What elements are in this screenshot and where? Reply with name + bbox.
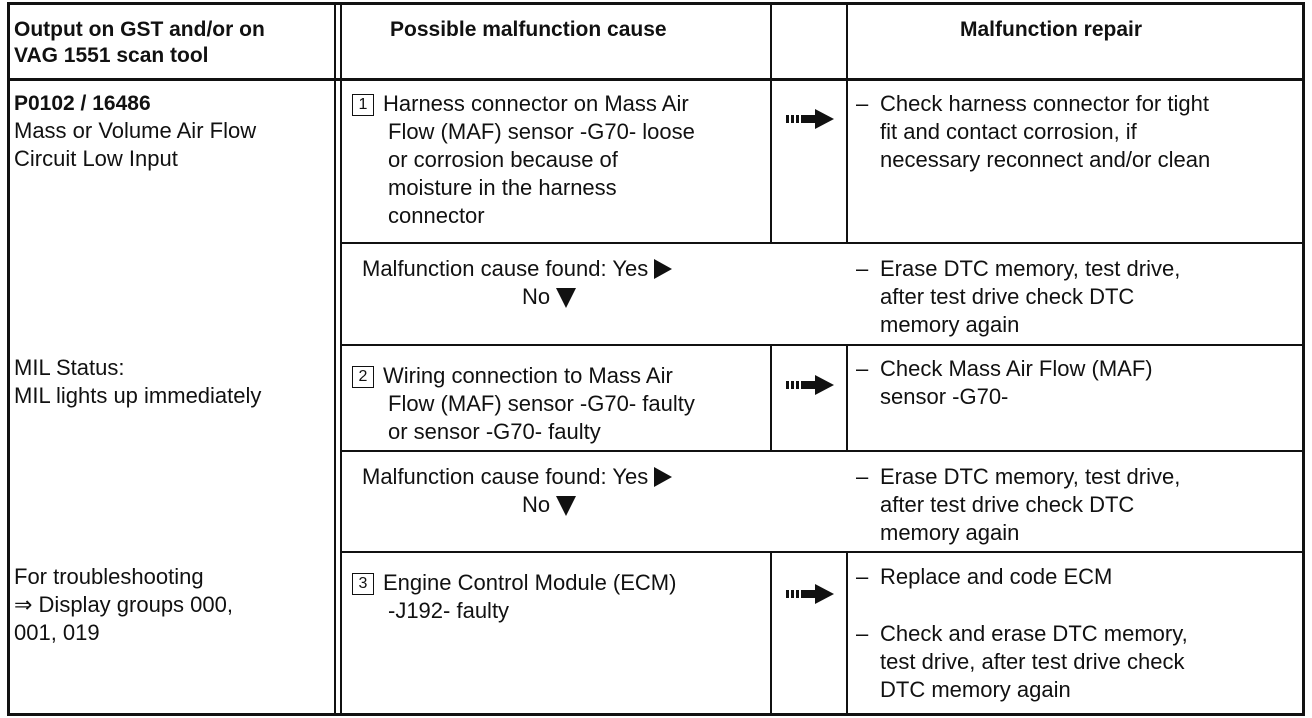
step-2-cause-line: Flow (MAF) sensor -G70- faulty: [388, 391, 695, 416]
step-3-repair-line: test drive, after test drive check: [880, 649, 1185, 674]
step-1-cause-line: connector: [388, 203, 485, 228]
troubleshooting-line: 001, 019: [14, 620, 100, 645]
repair-dash: –: [856, 564, 869, 589]
step-number-box: 1: [352, 94, 374, 116]
found-yes: Malfunction cause found: Yes: [362, 463, 673, 491]
dtc-description-line: Circuit Low Input: [14, 146, 178, 171]
step-1-cause-line: or corrosion because of: [388, 147, 618, 172]
step-3-repair-line: DTC memory again: [880, 677, 1071, 702]
header-output-line2: VAG 1551 scan tool: [14, 44, 209, 67]
found-repair-line: Erase DTC memory, test drive,: [880, 464, 1181, 489]
found-yes: Malfunction cause found: Yes: [362, 255, 673, 283]
found-repair-line: after test drive check DTC: [880, 284, 1135, 309]
step-3-repair-line: Check and erase DTC memory,: [880, 621, 1188, 646]
step-3-cause-line: -J192- faulty: [388, 598, 510, 623]
header-cause: Possible malfunction cause: [390, 18, 667, 41]
triangle-down-icon: [556, 496, 577, 516]
found-no: No: [522, 283, 577, 311]
step-2-cause-line: or sensor -G70- faulty: [388, 419, 601, 444]
step-3-repair-line: Replace and code ECM: [880, 564, 1113, 589]
step-number-box: 2: [352, 366, 374, 388]
header-output-line1: Output on GST and/or on: [14, 18, 265, 41]
step-1-repair-line: necessary reconnect and/or clean: [880, 147, 1211, 172]
mil-status-value: MIL lights up immediately: [14, 383, 262, 408]
step-1-repair-line: fit and contact corrosion, if: [880, 119, 1137, 144]
step-2-repair-line: Check Mass Air Flow (MAF): [880, 356, 1153, 381]
step-number-box: 3: [352, 573, 374, 595]
step-1-repair-line: Check harness connector for tight: [880, 91, 1209, 116]
found-repair-line: after test drive check DTC: [880, 492, 1135, 517]
mil-status-label: MIL Status:: [14, 355, 125, 380]
triangle-right-icon: [654, 467, 673, 487]
repair-dash: –: [856, 356, 869, 381]
repair-dash: –: [856, 256, 869, 281]
repair-dash: –: [856, 91, 869, 116]
found-repair-line: Erase DTC memory, test drive,: [880, 256, 1181, 281]
dtc-code: P0102 / 16486: [14, 92, 151, 115]
found-repair-line: memory again: [880, 312, 1020, 337]
triangle-right-icon: [654, 259, 673, 279]
triangle-down-icon: [556, 288, 577, 308]
repair-dash: –: [856, 621, 869, 646]
troubleshooting-line: For troubleshooting: [14, 564, 204, 589]
step-2-repair-line: sensor -G70-: [880, 384, 1009, 409]
found-repair-line: memory again: [880, 520, 1020, 545]
dtc-description-line: Mass or Volume Air Flow: [14, 118, 257, 143]
step-1-cause-line: moisture in the harness: [388, 175, 617, 200]
arrow-right-icon: [786, 109, 834, 129]
found-no: No: [522, 491, 577, 519]
step-1-cause-line: Flow (MAF) sensor -G70- loose: [388, 119, 695, 144]
arrow-right-icon: [786, 584, 834, 604]
troubleshooting-line: ⇒ Display groups 000,: [14, 592, 233, 617]
header-repair: Malfunction repair: [960, 18, 1143, 41]
repair-dash: –: [856, 464, 869, 489]
arrow-right-icon: [786, 375, 834, 395]
